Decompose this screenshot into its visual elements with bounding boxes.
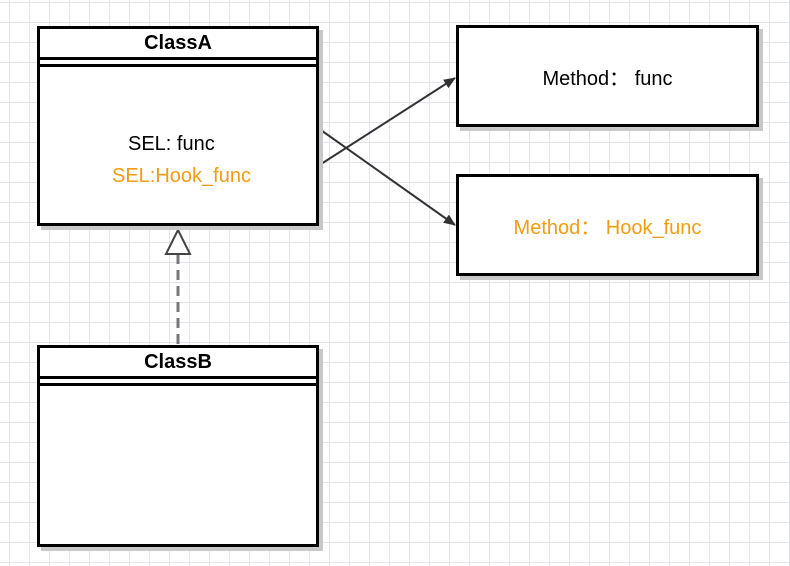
- class-a-attribute-sel-hook-func: SEL:Hook_func: [112, 165, 251, 187]
- method-func-label: Method： func: [542, 67, 673, 90]
- realization-triangle-icon: [164, 227, 192, 255]
- class-a-separator: [40, 60, 316, 67]
- class-b-box[interactable]: ClassB: [37, 345, 319, 547]
- method-hook-func-box[interactable]: Method： Hook_func: [456, 174, 759, 276]
- class-a-box[interactable]: ClassA SEL: func SEL:Hook_func: [37, 26, 319, 226]
- method-hook-func-label: Method： Hook_func: [513, 216, 702, 239]
- class-a-name: ClassA: [40, 29, 316, 60]
- arrow-sel-func-to-method-hook-func: [317, 127, 456, 226]
- class-a-attribute-sel-func: SEL: func: [128, 133, 215, 155]
- class-b-name: ClassB: [40, 348, 316, 379]
- arrow-sel-hook-func-to-method-func: [317, 77, 456, 167]
- method-func-box[interactable]: Method： func: [456, 25, 759, 127]
- class-b-separator: [40, 379, 316, 386]
